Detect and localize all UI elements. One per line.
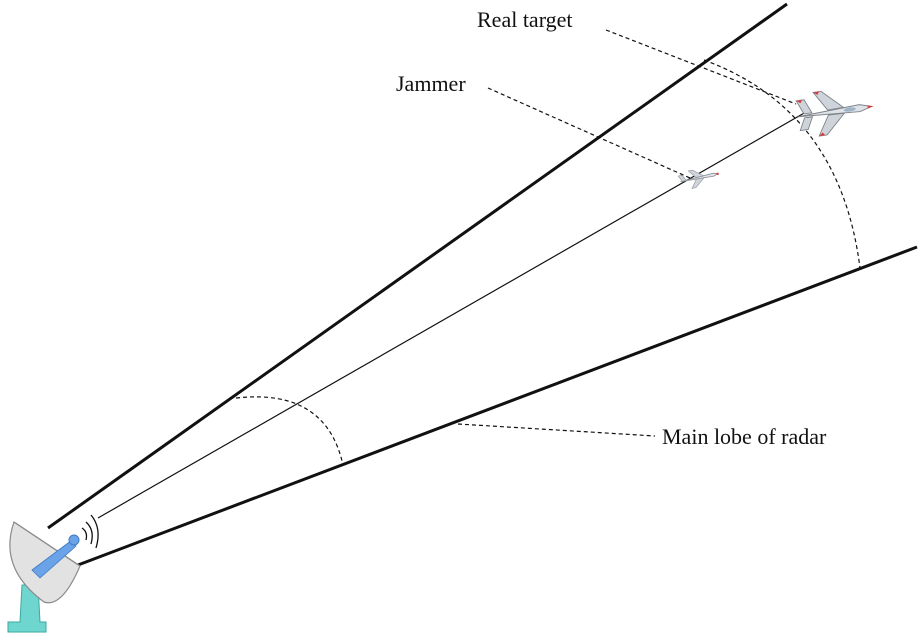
beam-angle-arc-far — [703, 59, 861, 269]
target-aircraft-icon — [795, 90, 874, 137]
main-lobe-lower-boundary — [77, 245, 918, 567]
main-lobe-upper-boundary — [47, 2, 788, 530]
real-target-label: Real target — [477, 7, 573, 32]
beam-angle-arc-near — [235, 396, 344, 466]
line-of-sight — [97, 111, 807, 519]
main-lobe-label: Main lobe of radar — [662, 424, 827, 449]
jammer-label: Jammer — [396, 71, 466, 96]
jammer-leader-line — [487, 87, 691, 179]
real-target-leader-line — [605, 29, 797, 105]
jammer-aircraft-icon — [677, 169, 719, 189]
main-lobe-leader-line — [457, 423, 656, 437]
radar-dish-icon — [7, 514, 99, 633]
